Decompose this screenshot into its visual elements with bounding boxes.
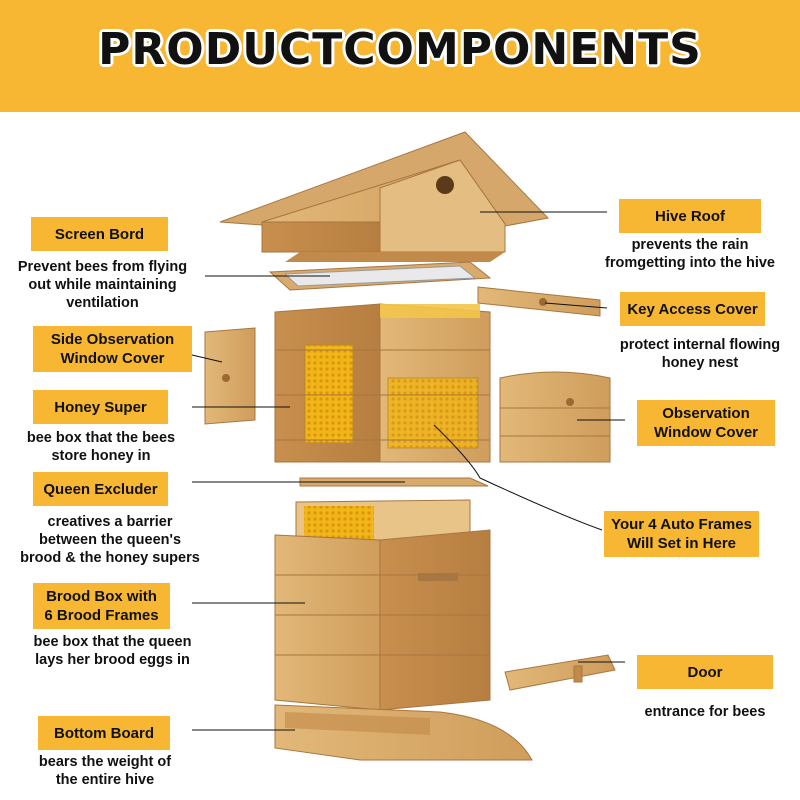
desc-line: entrance for bees (644, 704, 766, 720)
door-desc: entrance for bees (625, 703, 785, 721)
desc-line: protect internal flowing (619, 337, 781, 353)
page-title: PRODUCTCOMPONENTS (98, 24, 702, 75)
label-line: Observation (662, 405, 750, 422)
brood-box-art (274, 499, 491, 711)
brood-box-desc: bee box that the queen lays her brood eg… (20, 633, 205, 669)
desc-line: ventilation (66, 295, 139, 311)
bottom-board-desc: bears the weight of the entire hive (20, 753, 190, 789)
desc-line: store honey in (51, 448, 151, 464)
door-art (504, 654, 616, 691)
queen-excluder-desc: creatives a barrier between the queen's … (10, 513, 210, 567)
side-window-cover-art (204, 327, 256, 425)
observation-window-cover-art (499, 371, 611, 463)
bottom-board-label: Bottom Board (38, 716, 170, 750)
desc-line: bee box that the bees (26, 430, 176, 446)
honey-super-desc: bee box that the bees store honey in (16, 429, 186, 465)
desc-line: between the queen's (38, 532, 182, 548)
desc-line: bee box that the queen (33, 634, 192, 650)
queen-excluder-label: Queen Excluder (33, 472, 168, 506)
leader-lines (191, 211, 625, 731)
label-line: 6 Brood Frames (44, 607, 159, 624)
desc-line: Prevent bees from flying (17, 259, 188, 275)
label-line: Will Set in Here (626, 535, 737, 552)
screen-bord-label: Screen Bord (31, 217, 168, 251)
key-access-cover-art (477, 286, 601, 317)
label-line: Window Cover (653, 424, 759, 441)
hive-roof-label: Hive Roof (619, 199, 761, 233)
hive-roof-desc: prevents the rain fromgetting into the h… (590, 236, 790, 272)
bottom-board-art (274, 704, 533, 761)
screen-bord-desc: Prevent bees from flying out while maint… (0, 258, 205, 312)
desc-line: the entire hive (55, 772, 155, 788)
desc-line: bears the weight of (38, 754, 172, 770)
label-line: Your 4 Auto Frames (611, 516, 752, 533)
desc-line: brood & the honey supers (20, 550, 200, 566)
honey-super-label: Honey Super (33, 390, 168, 424)
label-line: Brood Box with (46, 588, 157, 605)
brood-box-label: Brood Box with 6 Brood Frames (33, 583, 170, 629)
desc-line: out while maintaining (28, 277, 177, 293)
screen-board-art (268, 261, 492, 291)
hive-roof-art (219, 131, 550, 262)
key-access-desc: protect internal flowing honey nest (605, 336, 795, 372)
desc-line: lays her brood eggs in (35, 652, 190, 668)
label-line: Window Cover (60, 350, 165, 367)
desc-line: honey nest (661, 355, 739, 371)
label-line: Side Observation (50, 331, 175, 348)
desc-line: fromgetting into the hive (605, 255, 775, 271)
title-banner: PRODUCTCOMPONENTS (0, 0, 800, 112)
desc-line: creatives a barrier (47, 514, 173, 530)
desc-line: prevents the rain (631, 237, 749, 253)
key-access-label: Key Access Cover (620, 292, 765, 326)
door-label: Door (637, 655, 773, 689)
honey-super-art (274, 303, 491, 463)
